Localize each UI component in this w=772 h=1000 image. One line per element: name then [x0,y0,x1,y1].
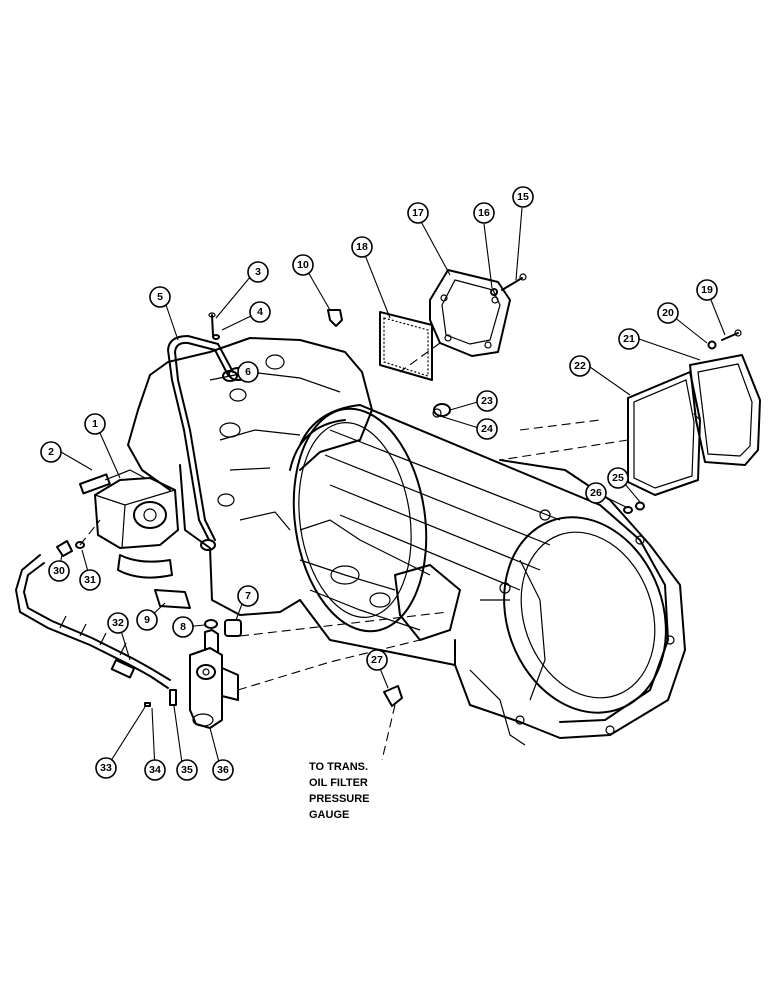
callout-26: 26 [585,482,607,504]
svg-text:21: 21 [623,333,635,345]
callout-27: 27 [366,649,388,671]
svg-text:27: 27 [371,654,383,666]
gasket-22 [627,371,701,496]
callout-5: 5 [149,286,171,308]
bolt-19 [721,329,742,341]
callout-7: 7 [237,585,259,607]
fitting-30 [56,540,73,557]
svg-text:5: 5 [157,291,163,303]
svg-text:24: 24 [481,423,493,435]
callout-8: 8 [172,616,194,638]
bolt-3 [208,312,216,336]
svg-text:32: 32 [112,617,124,629]
svg-text:35: 35 [181,764,193,776]
block-9 [154,589,191,609]
svg-text:18: 18 [356,241,368,253]
svg-text:8: 8 [180,621,186,633]
cover-17 [429,269,511,357]
svg-text:16: 16 [478,207,490,219]
oring-34 [169,689,177,706]
bolt-15 [501,273,527,291]
callout-10: 10 [292,254,314,276]
callout-17: 17 [407,202,429,224]
oring-31 [75,541,85,549]
transmission-housing [127,337,686,746]
callout-3: 3 [247,261,269,283]
pump-assembly [78,469,179,579]
svg-text:3: 3 [255,266,261,278]
callout-15: 15 [512,186,534,208]
svg-text:7: 7 [245,590,251,602]
washer-4 [212,334,220,340]
callout-22: 22 [569,355,591,377]
callout-20: 20 [657,302,679,324]
callout-16: 16 [473,202,495,224]
svg-text:31: 31 [84,574,96,586]
plug-10 [327,309,343,327]
assembly-lines [79,342,701,761]
clip-33 [144,702,151,707]
callout-35: 35 [176,759,198,781]
cover-21 [689,354,761,466]
note-line-4: GAUGE [309,809,349,821]
callout-33: 33 [95,757,117,779]
callout-19: 19 [696,279,718,301]
callout-21: 21 [618,328,640,350]
callouts: 1 2 3 4 5 6 7 8 9 10 15 16 17 18 19 20 2… [40,186,718,781]
gauge-note: TO TRANS. OIL FILTER PRESSURE GAUGE [309,761,370,821]
svg-text:15: 15 [517,191,529,203]
oil-tube [167,335,238,551]
plug-25 [635,501,645,511]
svg-text:36: 36 [217,764,229,776]
note-line-3: PRESSURE [309,793,370,805]
svg-text:10: 10 [297,259,309,271]
hose-32 [15,554,171,689]
svg-text:2: 2 [48,446,54,458]
washer-20 [707,340,717,350]
note-line-2: OIL FILTER [309,777,368,789]
svg-text:1: 1 [92,418,98,430]
fitting-27 [383,685,403,707]
callout-25: 25 [607,467,629,489]
callout-30: 30 [48,560,70,582]
callout-4: 4 [249,301,271,323]
callout-31: 31 [79,569,101,591]
callout-6: 6 [237,361,259,383]
svg-text:9: 9 [144,614,150,626]
plug-23 [432,403,451,418]
svg-text:20: 20 [662,307,674,319]
svg-text:17: 17 [412,207,424,219]
svg-text:22: 22 [574,360,586,372]
valve-body-36 [189,629,239,729]
callout-1: 1 [84,413,106,435]
callout-2: 2 [40,441,62,463]
svg-text:33: 33 [100,762,112,774]
fitting-7 [224,619,242,637]
svg-text:19: 19 [701,284,713,296]
svg-text:26: 26 [590,487,602,499]
plate-18 [379,311,433,381]
callout-36: 36 [212,759,234,781]
callout-32: 32 [107,612,129,634]
callout-18: 18 [351,236,373,258]
note-line-1: TO TRANS. [309,761,368,773]
svg-text:25: 25 [612,472,624,484]
callout-23: 23 [476,390,498,412]
washer-16 [490,288,498,296]
svg-text:34: 34 [149,764,161,776]
svg-text:6: 6 [245,366,251,378]
svg-text:30: 30 [53,565,65,577]
oring-8 [204,619,218,629]
washer-26 [623,506,633,514]
callout-24: 24 [476,418,498,440]
callout-34: 34 [144,759,166,781]
svg-text:23: 23 [481,395,493,407]
callout-9: 9 [136,609,158,631]
svg-text:4: 4 [257,306,263,318]
